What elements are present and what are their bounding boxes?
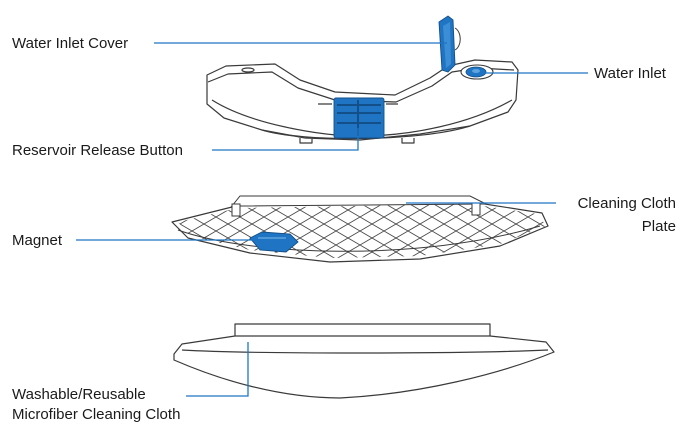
label-cloth-line2: Microfiber Cleaning Cloth [12, 406, 181, 423]
plate-front-bevel [177, 225, 541, 252]
label-water-inlet-cover: Water Inlet Cover [12, 35, 129, 52]
water-tank-base [261, 125, 471, 140]
magnet [249, 231, 299, 253]
tank-foot-left [299, 138, 313, 144]
label-cloth-line1: Washable/Reusable [12, 386, 146, 403]
water-inlet-port [460, 64, 494, 80]
cloth-body [173, 335, 555, 399]
label-reservoir-release-button: Reservoir Release Button [12, 142, 183, 159]
tank-foot-right [401, 138, 415, 144]
reservoir-release-button [333, 97, 385, 139]
cloth-top-strip [234, 323, 491, 336]
cleaning-cloth-plate [171, 195, 549, 263]
plate-clip-left [231, 203, 241, 217]
label-cleaning-cloth-plate-line1: Cleaning Cloth [577, 195, 676, 212]
leader-reservoir-release [212, 128, 359, 151]
cloth-inner-edge [181, 349, 549, 354]
tank-top-detail [241, 67, 255, 73]
label-cleaning-cloth-plate-line2: Plate [641, 218, 676, 235]
leader-lines [76, 42, 588, 397]
plate-back-rim [230, 195, 487, 207]
label-water-inlet: Water Inlet [594, 65, 666, 82]
microfiber-cloth [173, 323, 555, 399]
label-magnet: Magnet [12, 232, 63, 249]
plate-clip-right [471, 202, 481, 216]
water-inlet-cover [438, 15, 461, 73]
leader-cloth [186, 342, 249, 397]
